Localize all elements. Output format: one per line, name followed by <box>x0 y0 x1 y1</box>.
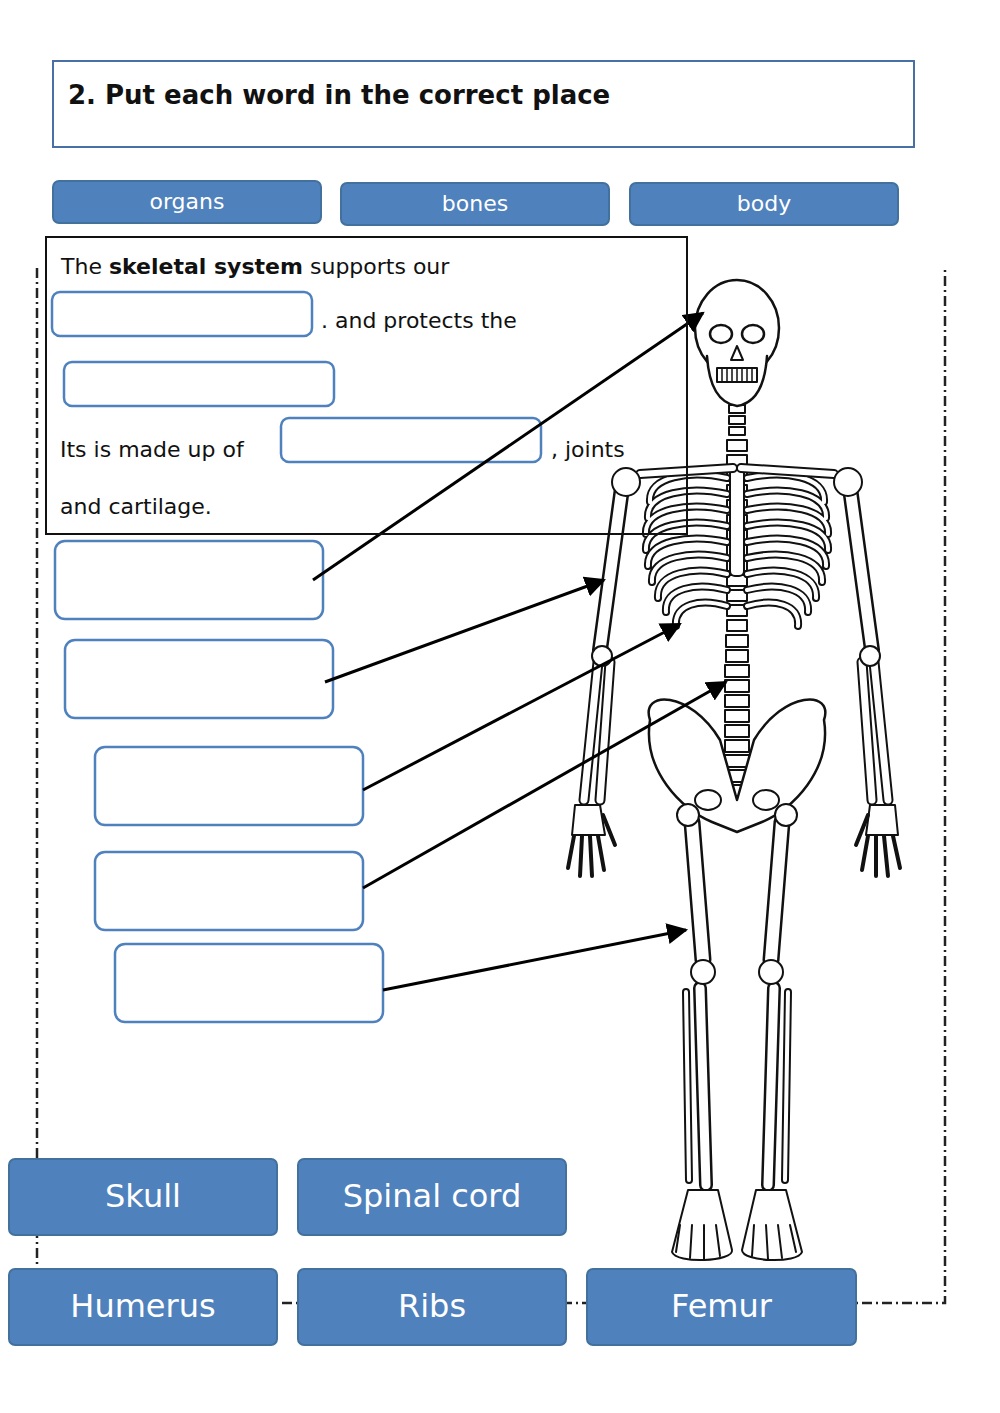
shoulder-joint <box>612 468 640 496</box>
skeleton <box>568 280 900 1260</box>
tile-word: Humerus <box>70 1289 215 1324</box>
clavicle <box>741 468 834 474</box>
forearm-bone <box>862 662 872 800</box>
hip-joint <box>775 804 797 826</box>
fibula-bone <box>686 992 689 1180</box>
jaw <box>707 356 767 406</box>
fibula-bone <box>785 992 788 1180</box>
teeth-lines <box>722 368 752 382</box>
tile-word: Spinal cord <box>343 1179 522 1214</box>
leader-arrow <box>363 624 680 790</box>
dashed-frame <box>37 268 945 1303</box>
humerus-bone <box>600 488 622 650</box>
label-blank <box>65 640 333 718</box>
tibia-fill <box>700 988 706 1185</box>
fingers <box>856 815 900 876</box>
sentence-text: The <box>59 254 104 280</box>
forearm-bone <box>874 662 888 800</box>
shoulder-joint <box>834 468 862 496</box>
hand <box>866 805 898 835</box>
label-blank <box>95 747 363 825</box>
femur-bone <box>771 822 782 960</box>
word-tile: bones <box>340 182 610 226</box>
fingers <box>568 815 615 876</box>
toes <box>752 1225 796 1259</box>
tibia-fill <box>768 988 774 1185</box>
tibia-bone <box>700 988 706 1185</box>
tile-word: body <box>737 192 791 216</box>
forearm-bone <box>600 662 610 800</box>
title-text: 2. Put each word in the correct place <box>68 80 610 110</box>
clavicle-fill <box>741 468 834 474</box>
nose <box>731 346 743 360</box>
sentence-text: skeletal system <box>107 254 305 280</box>
tile-word: bones <box>442 192 508 216</box>
sternum <box>730 466 744 576</box>
tile-word: Ribs <box>398 1289 466 1324</box>
hip-joint <box>677 804 699 826</box>
toes <box>676 1225 720 1259</box>
teeth <box>717 368 757 382</box>
answer-blank <box>281 418 541 462</box>
forearm-bone <box>584 662 598 800</box>
tile-word: Skull <box>105 1179 181 1214</box>
label-tile: Humerus <box>8 1268 278 1346</box>
elbow-joint <box>860 646 880 666</box>
pelvis-hole <box>695 790 721 810</box>
humerus-fill <box>850 488 872 650</box>
tibia-bone <box>768 988 774 1185</box>
sentence-text: and cartilage. <box>58 494 214 520</box>
word-tile: body <box>629 182 899 226</box>
leader-arrow <box>383 930 686 990</box>
forearm-fill <box>874 662 888 800</box>
humerus-fill <box>600 488 622 650</box>
kneecap <box>691 960 715 984</box>
eye-socket <box>742 325 764 343</box>
pelvis-hole <box>753 790 779 810</box>
tile-word: organs <box>150 190 225 214</box>
sentence-box: Theskeletal systemsupports our . and prot… <box>45 236 688 535</box>
label-tile: Ribs <box>297 1268 567 1346</box>
femur-bone <box>692 822 703 960</box>
femur-fill <box>771 822 782 960</box>
eye-socket <box>710 325 732 343</box>
sentence-text: supports our <box>308 254 451 280</box>
elbow-joint <box>592 646 612 666</box>
sentence-text: Its is made up of <box>58 437 246 463</box>
fibula-fill <box>785 992 788 1180</box>
label-tile: Skull <box>8 1158 278 1236</box>
neck-vertebrae <box>729 405 745 435</box>
label-blank <box>115 944 383 1022</box>
pelvis <box>649 700 826 832</box>
foot <box>742 1190 802 1260</box>
word-tile: organs <box>52 180 322 224</box>
answer-blank <box>52 292 312 336</box>
hand <box>572 805 605 835</box>
forearm-fill <box>584 662 598 800</box>
tile-word: Femur <box>671 1289 772 1324</box>
forearm-fill <box>862 662 872 800</box>
sentence-text: . and protects the <box>319 308 519 334</box>
label-blank <box>95 852 363 930</box>
foot <box>672 1190 732 1260</box>
fibula-fill <box>686 992 689 1180</box>
humerus-bone <box>850 488 872 650</box>
sentence-text: , joints <box>549 437 627 463</box>
leader-arrow <box>363 682 726 888</box>
label-blank <box>55 541 323 619</box>
leader-arrow <box>313 313 703 580</box>
forearm-fill <box>600 662 610 800</box>
title-box: 2. Put each word in the correct place <box>52 60 915 148</box>
label-tile: Femur <box>586 1268 857 1346</box>
leader-arrow <box>325 580 604 682</box>
label-tile: Spinal cord <box>297 1158 567 1236</box>
answer-blank <box>64 362 334 406</box>
kneecap <box>759 960 783 984</box>
femur-fill <box>692 822 703 960</box>
